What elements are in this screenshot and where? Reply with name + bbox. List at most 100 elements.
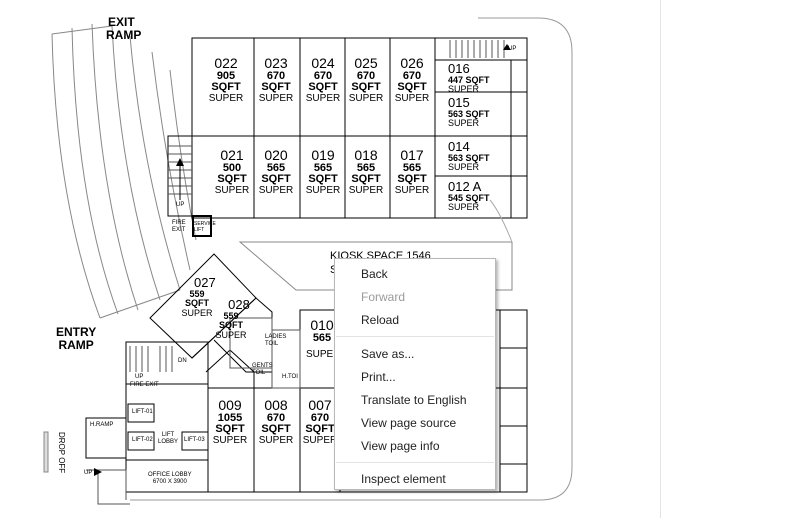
lift-lobby-line1: LIFT: [161, 432, 175, 438]
menu-item-view-page-info[interactable]: View page info: [361, 439, 440, 453]
unit-sqft: 563 SQFT: [448, 152, 490, 163]
unit-number: 016: [448, 61, 470, 76]
unit-012a: 012 A 545 SQFT SUPER: [448, 180, 510, 213]
office-lobby-line1: OFFICE LOBBY: [148, 472, 192, 478]
lift-02-label: LIFT-02: [132, 437, 153, 443]
core-dn-label: DN: [178, 358, 187, 364]
unit-018: 018 565 SQFT SUPER: [346, 148, 386, 196]
unit-sqft: 670: [266, 69, 286, 82]
office-lobby-dim: 6700 X 3900: [152, 478, 187, 485]
unit-sqft: 1055: [217, 411, 243, 424]
unit-number: 015: [448, 95, 470, 110]
unit-sqft-label: SQFT: [261, 173, 291, 186]
ladies-toilet-line1: LADIES: [265, 334, 287, 340]
unit-super: SUPER: [448, 202, 480, 213]
fire-exit-top-line1: FIRE: [172, 220, 186, 226]
unit-super: SUPER: [302, 434, 338, 446]
exit-ramp-line1: EXIT: [108, 15, 135, 29]
unit-sqft: 670: [402, 69, 422, 82]
unit-022: 022 905 SQFT SUPER: [206, 56, 246, 104]
unit-number: 021: [220, 147, 244, 163]
unit-027: 027 559 SQFT SUPER: [180, 275, 216, 318]
unit-sqft: 559: [189, 288, 205, 299]
unit-016: 016 447 SQFT SUPER: [448, 62, 508, 95]
entry-ramp-line1: ENTRY: [56, 325, 97, 339]
menu-item-back[interactable]: Back: [361, 267, 388, 281]
unit-sqft-label: SQFT: [351, 81, 381, 94]
unit-sqft-label: SQFT: [211, 81, 241, 94]
unit-super: SUPER: [208, 92, 244, 104]
unit-number: 007: [308, 397, 332, 413]
kiosk-space-label-2: S: [330, 264, 337, 276]
unit-number: 024: [311, 55, 335, 71]
unit-number: 010: [310, 317, 334, 333]
unit-007: 007 670 SQFT SUPER: [302, 398, 338, 446]
unit-number: 025: [354, 55, 378, 71]
unit-sqft: 905: [216, 69, 236, 82]
unit-super: SUPER: [258, 434, 294, 446]
unit-number: 027: [194, 275, 216, 290]
unit-number: 019: [311, 147, 335, 163]
gents-toilet-label: GENTS TOIL: [252, 363, 273, 376]
menu-item-forward[interactable]: Forward: [361, 290, 406, 304]
unit-sqft: 565: [356, 161, 376, 174]
unit-sqft-label: SQFT: [397, 81, 427, 94]
fire-exit-top-line2: EXIT: [172, 226, 186, 233]
menu-item-translate[interactable]: Translate to English: [361, 393, 467, 407]
office-lobby-label: OFFICE LOBBY 6700 X 3900: [148, 472, 192, 485]
unit-sqft-label: SQFT: [308, 81, 338, 94]
unit-number: 023: [264, 55, 288, 71]
menu-item-save-as[interactable]: Save as...: [361, 347, 415, 361]
unit-024: 024 670 SQFT SUPER: [302, 56, 344, 104]
unit-sqft: 565: [266, 161, 286, 174]
unit-sqft-label: SQFT: [219, 320, 243, 331]
unit-super: SUPER: [394, 184, 430, 196]
unit-019: 019 565 SQFT SUPER: [302, 148, 344, 196]
exit-ramp-label: EXIT RAMP: [106, 15, 141, 42]
unit-sqft-label: SQFT: [215, 423, 245, 436]
unit-008: 008 670 SQFT SUPER: [256, 398, 296, 446]
unit-number: 014: [448, 139, 470, 154]
unit-sqft: 670: [310, 411, 330, 424]
entry-ramp-label: ENTRY RAMP: [56, 325, 97, 353]
gents-toilet-line1: GENTS: [252, 363, 273, 369]
menu-item-view-source[interactable]: View page source: [361, 416, 457, 430]
unit-sqft: 670: [356, 69, 376, 82]
unit-sqft-label: SQFT: [305, 423, 335, 436]
unit-sqft: 559: [223, 310, 239, 321]
service-lift-label: SERVICE LIFT: [194, 221, 216, 233]
service-lift-line1: SERVICE: [194, 221, 216, 227]
unit-sqft: 565: [313, 161, 333, 174]
unit-super: SUPER: [258, 92, 294, 104]
unit-sqft: 565: [312, 331, 332, 344]
unit-number: 020: [264, 147, 288, 163]
unit-super: SUPER: [215, 329, 247, 340]
menu-separator: [336, 462, 494, 463]
unit-sqft: 500: [222, 161, 242, 174]
lift-01-label: LIFT-01: [132, 409, 153, 415]
menu-item-inspect-element[interactable]: Inspect element: [361, 472, 446, 486]
unit-sqft-label: SQFT: [351, 173, 381, 186]
unit-028: 028 559 SQFT SUPER: [212, 298, 250, 340]
menu-item-print[interactable]: Print...: [361, 370, 396, 384]
stair-up-label: UP: [508, 46, 517, 52]
menu-item-reload[interactable]: Reload: [361, 313, 400, 327]
fire-exit-top-label: FIRE EXIT: [172, 220, 186, 233]
lift-lobby-label: LIFT LOBBY: [158, 432, 178, 445]
unit-sqft-label: SQFT: [261, 423, 291, 436]
unit-super: SUPER: [305, 92, 341, 104]
unit-super: SUPER: [214, 184, 250, 196]
unit-super: SUPER: [258, 184, 294, 196]
context-menu: Back Forward Reload Save as... Print... …: [334, 258, 496, 490]
lift-lobby-line2: LOBBY: [158, 438, 179, 445]
ladies-toilet-label: LADIES TOIL: [265, 334, 286, 347]
unit-026: 026 670 SQFT SUPER: [392, 56, 432, 104]
h-ramp-up-label: UP: [84, 470, 93, 476]
fire-exit-bottom-label: FIRE EXIT: [130, 382, 159, 388]
drop-off-label: DROP OFF: [57, 432, 66, 474]
unit-super: SUPER: [305, 184, 341, 196]
unit-super: SUPER: [394, 92, 430, 104]
ladies-toilet-line2: TOIL: [265, 340, 279, 347]
entry-ramp-line2: RAMP: [58, 338, 94, 353]
unit-number: 026: [400, 55, 424, 71]
